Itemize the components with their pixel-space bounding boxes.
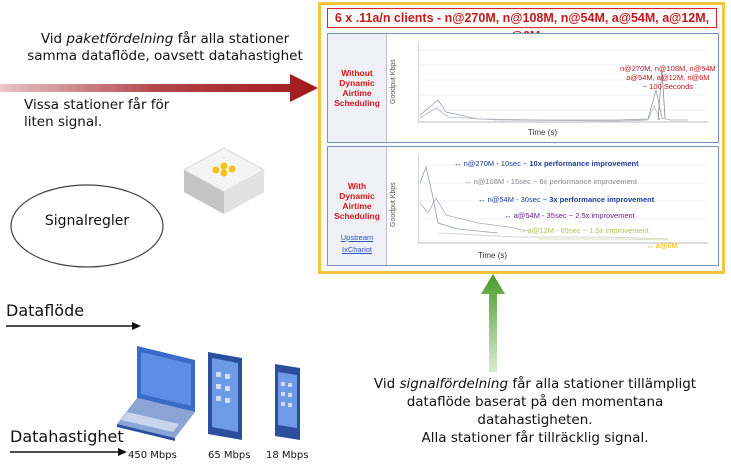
dataflode-arrow [6, 322, 141, 330]
signal-rules-ellipse [10, 184, 164, 268]
improvement-text: n@270M - 10sec ~ [463, 159, 530, 168]
plot-bottom [418, 155, 708, 244]
side-word: Scheduling [334, 98, 380, 108]
side-word: Airtime [342, 88, 372, 98]
paketfordelning-caption: Vid paketfördelning får alla stationer s… [20, 31, 310, 65]
frame-title: 6 x .11a/n clients - n@270M, n@108M, n@5… [327, 8, 717, 43]
improvement-4: ↔ a@54M - 35sec ~ 2.5x improvement [504, 211, 635, 220]
improvement-3: ↔ n@54M - 30sec ~ 3x performance improve… [478, 195, 655, 204]
tablet-speed-label: 65 Mbps [208, 450, 251, 461]
caption2-suffix: får alla stationer tillämpligt [508, 376, 697, 392]
access-point-icon [182, 147, 266, 214]
red-arrow [0, 74, 318, 102]
signal-rules-label: Signalregler [44, 213, 130, 229]
improvement-5: ↔ a@12M - 65sec ~ 1.5x improvement [518, 226, 649, 235]
green-arrow [481, 274, 505, 372]
caption2-emphasis: signalfördelning [399, 376, 509, 392]
top-annotation: n@270M, n@108M, n@54M a@54M, a@12M, n@6M… [620, 64, 716, 91]
tablet-icon [208, 352, 242, 440]
weak-signal-note: Vissa stationer får för liten signal. [24, 97, 224, 131]
note-line2: liten signal. [24, 114, 103, 130]
improvement-bold: 3x performance improvement [549, 195, 655, 204]
caption-prefix: Vid [40, 31, 67, 47]
ixchariot-link[interactable]: IxChariot [341, 245, 372, 254]
improvement-text: n@54M - 30sec ~ [487, 195, 550, 204]
caption2-line3: Alla stationer får tillräcklig signal. [421, 430, 649, 446]
annotation-line: ~ 100 Seconds [642, 82, 694, 91]
note-line1: Vissa stationer får för [24, 97, 170, 113]
improvement-text: a@6M [655, 241, 678, 250]
side-word: Scheduling [334, 211, 380, 221]
side-label-bottom: With Dynamic Airtime Scheduling [328, 181, 386, 221]
improvement-text: a@12M - 65sec ~ 1.5x improvement [527, 226, 649, 235]
side-word: Airtime [342, 201, 372, 211]
plot-top [418, 42, 708, 123]
datahastighet-arrow [10, 448, 127, 456]
improvement-bold: 10x performance improvement [529, 159, 639, 168]
side-word: With [347, 181, 367, 191]
panel-without-scheduling: Without Dynamic Airtime Scheduling Goodp… [327, 33, 719, 143]
upstream-link[interactable]: Upstream [340, 233, 374, 242]
side-label-top: Without Dynamic Airtime Scheduling [328, 68, 386, 108]
caption-suffix: får alla stationer [173, 31, 290, 47]
improvement-text: a@54M - 35sec ~ 2.5x improvement [513, 211, 635, 220]
y-axis-label-top: Goodput Kbps [390, 59, 397, 104]
annotation-line: a@54M, a@12M, n@6M [626, 73, 710, 82]
laptop-speed-label: 450 Mbps [128, 450, 177, 461]
x-axis-label-top: Time (s) [528, 128, 558, 137]
panel-side-top: Without Dynamic Airtime Scheduling [328, 34, 387, 142]
annotation-line: n@270M, n@108M, n@54M [620, 64, 716, 73]
phone-speed-label: 18 Mbps [266, 450, 309, 461]
comparison-frame: 6 x .11a/n clients - n@270M, n@108M, n@5… [318, 2, 725, 274]
side-word: Dynamic [339, 191, 375, 201]
panel-side-bottom: With Dynamic Airtime Scheduling Upstream… [328, 147, 387, 265]
side-word: Dynamic [339, 78, 375, 88]
panel-with-scheduling: With Dynamic Airtime Scheduling Upstream… [327, 146, 719, 266]
caption2-line2: dataflöde baserat på den momentana datah… [406, 394, 664, 428]
side-word: Without [341, 68, 373, 78]
laptop-icon [117, 346, 195, 441]
x-axis-label-bottom: Time (s) [478, 251, 508, 260]
caption-emphasis: paketfördelning [66, 31, 174, 47]
improvement-1: ↔ n@270M - 10sec ~ 10x performance impro… [454, 159, 639, 168]
caption2-prefix: Vid [373, 376, 400, 392]
caption-line2: samma dataflöde, oavsett datahastighet [27, 48, 303, 64]
improvement-text: n@108M - 15sec ~ 6x performance improvem… [473, 177, 637, 186]
improvement-2: ↔ n@108M - 15sec ~ 6x performance improv… [464, 177, 637, 186]
signalfordelning-caption: Vid signalfördelning får alla stationer … [350, 375, 720, 447]
phone-icon [275, 364, 300, 440]
improvement-6: ↔ a@6M [646, 241, 678, 250]
datahastighet-label: Datahastighet [10, 427, 124, 446]
dataflode-label: Dataflöde [6, 301, 85, 320]
y-axis-label-bottom: Goodput Kbps [390, 182, 397, 227]
